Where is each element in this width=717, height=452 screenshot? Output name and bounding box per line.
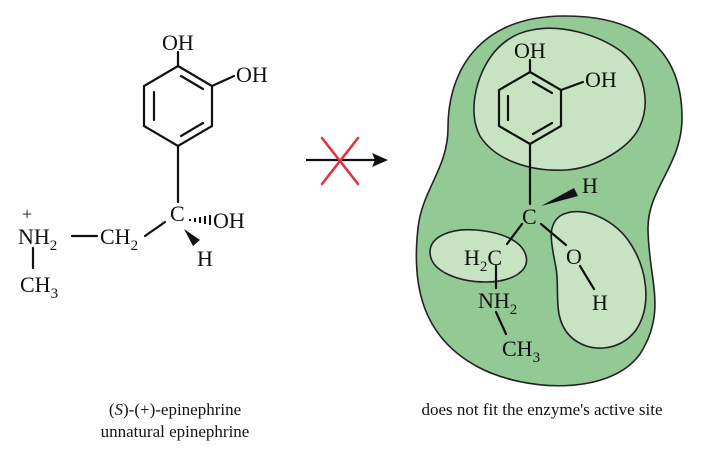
right-oh-top-label: OH (514, 38, 546, 63)
right-bond-carbon-ch2 (505, 222, 524, 246)
right-ch3-main: CH (502, 336, 533, 361)
right-bond-oh-right (559, 80, 585, 92)
right-bond-o-h (578, 264, 596, 291)
left-solid-wedge (184, 229, 200, 246)
right-h2c-sub: 2 (480, 259, 488, 275)
right-h2c-h: H (464, 245, 480, 270)
left-caption-italic: S (114, 400, 124, 419)
right-caption: does not fit the enzyme's active site (421, 400, 663, 419)
left-ring-double-bond-2 (179, 74, 205, 91)
left-ring-double-bond-3 (179, 121, 205, 138)
right-h-stereo-label: H (582, 173, 598, 198)
right-carbon-label: C (522, 204, 537, 229)
right-h2c-label: H2C (464, 245, 502, 275)
right-molecule (494, 58, 596, 336)
left-caption-line2: unnatural epinephrine (100, 422, 250, 441)
left-h-stereo-label: H (197, 246, 213, 271)
left-plus-sign: + (22, 204, 32, 224)
enzyme-pocket-oh (550, 210, 647, 349)
left-caption-paren: ( (108, 400, 115, 419)
right-ring-double-bond-3 (531, 121, 554, 136)
right-ch3-sub: 3 (533, 350, 541, 366)
left-oh-top-label: OH (162, 30, 194, 55)
left-ch3-main: CH (20, 272, 51, 297)
right-ring-double-bond-2 (531, 80, 554, 95)
left-ch2-main: CH (100, 224, 131, 249)
left-nh2-label: NH2 (18, 224, 57, 254)
right-bond-carbon-o (539, 222, 568, 247)
right-o-label: O (566, 244, 582, 269)
right-nh2-sub: 2 (510, 302, 518, 318)
left-bond-carbon-ch2 (143, 220, 167, 238)
left-carbon-label: C (170, 201, 185, 226)
left-ch3-sub: 3 (51, 286, 59, 302)
right-h2c-c: C (487, 245, 502, 270)
left-hashed-wedge (189, 215, 211, 225)
left-ch2-sub: 2 (131, 238, 139, 254)
left-oh-right-label: OH (236, 62, 268, 87)
left-caption: (S)-(+)-epinephrine unnatural epinephrin… (0, 399, 350, 443)
right-nh2-main: NH (478, 288, 510, 313)
right-bond-nh2-ch3 (494, 310, 508, 336)
enzyme-pocket-ch2 (429, 228, 528, 283)
left-caption-rest: )-(+)-epinephrine (123, 400, 242, 419)
enzyme-pocket-ring (473, 27, 646, 171)
left-molecule (31, 50, 236, 270)
left-caption-line1: (S)-(+)-epinephrine (0, 399, 350, 421)
left-ch2-label: CH2 (100, 224, 138, 254)
cross-stroke-2 (320, 136, 360, 186)
right-ch3-label: CH3 (502, 336, 540, 366)
left-oh-stereo-label: OH (213, 208, 245, 233)
left-bond-oh-right (210, 74, 236, 88)
blocked-arrow (306, 136, 388, 186)
left-nh2-main: NH (18, 224, 50, 249)
right-h-label: H (592, 290, 608, 315)
right-oh-right-label: OH (585, 67, 617, 92)
left-ch3-label: CH3 (20, 272, 58, 302)
arrow-head (372, 153, 388, 167)
right-solid-wedge (541, 188, 578, 206)
left-nh2-sub: 2 (50, 238, 58, 254)
right-nh2-label: NH2 (478, 288, 517, 318)
